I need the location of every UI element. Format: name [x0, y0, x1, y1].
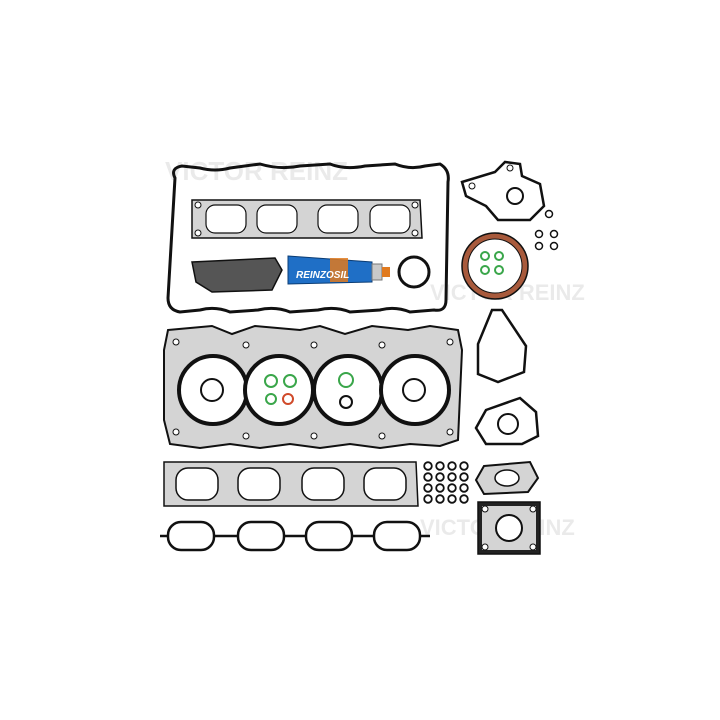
cylinder-bore-3	[312, 354, 384, 426]
watermark-text-top: VICTOR REINZ	[165, 156, 348, 186]
cover-plate-gasket	[191, 257, 283, 293]
valve-stem-seal	[459, 483, 469, 493]
valve-stem-seal	[459, 494, 469, 504]
valve-stem-seal	[447, 461, 457, 471]
valve-stem-seal	[423, 472, 433, 482]
small-o-rings-right	[534, 209, 559, 251]
cylinder-bore-1	[177, 354, 249, 426]
valve-stem-seal	[435, 472, 445, 482]
valve-stem-seal	[459, 472, 469, 482]
intake-manifold-gasket	[163, 461, 419, 507]
square-flange-gasket	[477, 501, 541, 555]
oval-flange-gasket	[474, 460, 540, 496]
valve-stem-seals	[423, 461, 469, 504]
valve-stem-seal	[447, 472, 457, 482]
valve-cover-gasket	[166, 162, 450, 314]
cylinder-head-gasket	[163, 324, 464, 450]
valve-stem-seal	[423, 461, 433, 471]
valve-stem-seal	[435, 494, 445, 504]
intake-runner-seal	[160, 520, 430, 552]
valve-stem-seal	[447, 483, 457, 493]
valve-stem-seal	[423, 483, 433, 493]
valve-stem-seal	[435, 461, 445, 471]
cylinder-bore-2	[243, 354, 315, 426]
sealant-tube-label: REINZOSIL	[296, 270, 349, 281]
valve-stem-seal	[447, 494, 457, 504]
cylinder-bore-4	[379, 354, 451, 426]
valve-stem-seal	[459, 461, 469, 471]
crankshaft-seal	[461, 232, 529, 300]
sealant-tube: REINZOSIL	[287, 255, 390, 285]
large-o-ring	[397, 255, 431, 289]
thermostat-housing-gasket	[476, 308, 528, 384]
exhaust-manifold-gasket	[191, 199, 423, 239]
round-flange-gasket	[474, 396, 540, 446]
valve-stem-seal	[435, 483, 445, 493]
valve-stem-seal	[423, 494, 433, 504]
water-pump-gasket	[460, 160, 546, 222]
